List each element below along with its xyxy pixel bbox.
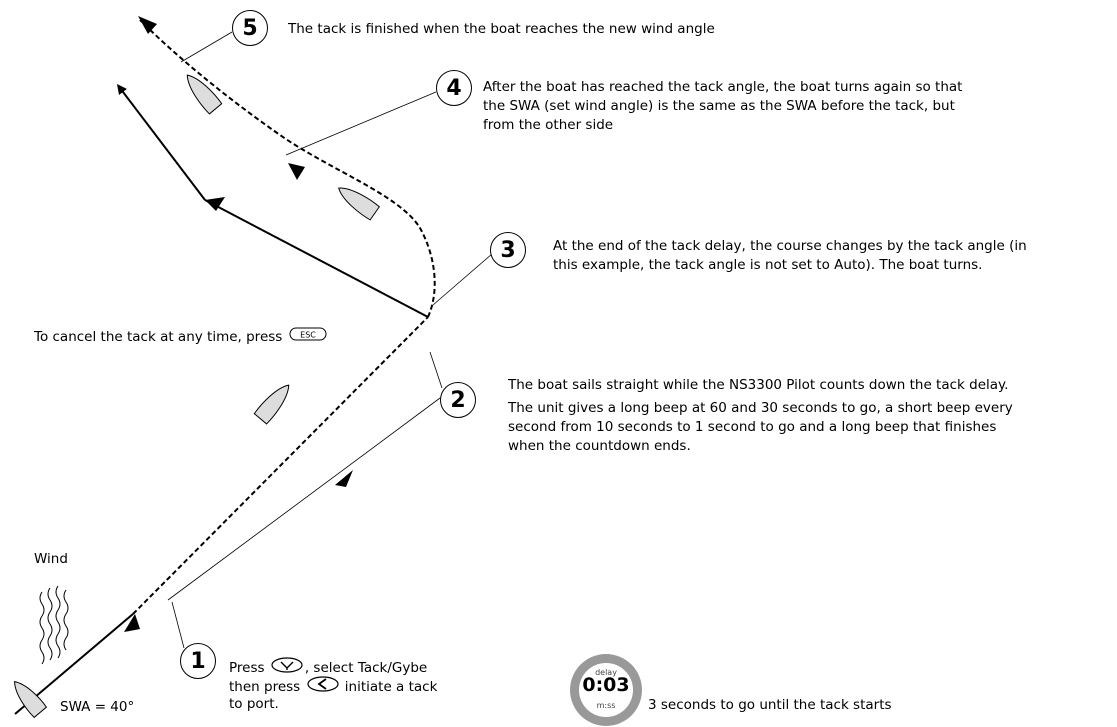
step-1-text-line-2: then press initiate a tack	[229, 676, 437, 698]
new-course-line	[204, 199, 429, 318]
gauge-caption: 3 seconds to go until the tack starts	[648, 697, 892, 713]
step-1-select-text: , select Tack/Gybe	[304, 660, 428, 676]
tack-key-icon	[271, 657, 303, 679]
swa-label: SWA = 40°	[60, 699, 135, 715]
cancel-text: To cancel the tack at any time, press	[34, 329, 283, 345]
step-number-4: 4	[436, 70, 472, 106]
step-4-text-line-2: the SWA (set wind angle) is the same as …	[483, 98, 955, 114]
boat-icon-start	[14, 681, 48, 719]
step-2-text-line-4: when the countdown ends.	[508, 438, 691, 454]
step-4-text-line-3: from the other side	[483, 117, 614, 133]
step-1-text-line-3: to port.	[229, 696, 279, 712]
left-arrow-key-icon	[306, 676, 339, 698]
step-5-text: The tack is finished when the boat reach…	[288, 21, 715, 37]
course-arrow-5	[138, 16, 157, 34]
step-3-text-line-2: this example, the tack angle is not set …	[553, 257, 983, 273]
step-2-text-line-3: second from 10 seconds to 1 second to go…	[508, 419, 997, 435]
step-2-text-line-2: The unit gives a long beep at 60 and 30 …	[508, 400, 1013, 416]
course-arrow-4	[288, 163, 305, 180]
leader-line-5	[180, 31, 233, 63]
gauge-label-top: delay	[595, 668, 617, 677]
gauge-face	[579, 663, 633, 717]
boat-icon-straight	[253, 384, 290, 425]
step-3-text-line-1: At the end of the tack delay, the course…	[553, 238, 1027, 254]
step-1-initiate-text: initiate a tack	[340, 679, 438, 695]
pre-tack-dashed-track	[132, 316, 429, 615]
wind-label: Wind	[34, 551, 68, 567]
leader-line-3	[432, 253, 493, 306]
post-tack-dashed-track	[139, 19, 436, 318]
wind-icon	[39, 585, 69, 665]
step-number-1: 1	[180, 643, 216, 679]
leader-line-4	[285, 91, 437, 156]
course-arrow-3	[205, 197, 225, 211]
cancel-instruction: To cancel the tack at any time, press ES…	[34, 327, 329, 347]
course-arrow-2	[335, 470, 353, 487]
step-number-2: 2	[440, 382, 476, 418]
boat-icon-turning	[338, 187, 381, 221]
new-course-line-extension	[116, 84, 206, 201]
leader-line-1b	[167, 397, 441, 601]
esc-key-icon: ESC	[289, 327, 327, 347]
course-arrow-1	[124, 614, 140, 632]
svg-text:ESC: ESC	[300, 331, 316, 340]
leader-line-1	[171, 601, 185, 649]
step-4-text-line-1: After the boat has reached the tack angl…	[483, 79, 963, 95]
step-number-3: 3	[490, 232, 526, 268]
leader-line-2	[429, 351, 443, 389]
step-1-text-line-1: Press , select Tack/Gybe	[229, 657, 427, 679]
boat-icon-finished	[186, 74, 223, 115]
gauge-value: 0:03	[582, 674, 630, 696]
step-1-press-text: Press	[229, 660, 265, 676]
gauge-label-bottom: m:ss	[596, 701, 616, 710]
step-2-text-line-1: The boat sails straight while the NS3300…	[508, 377, 1009, 393]
step-number-5: 5	[232, 10, 268, 46]
step-1-then-press-text: then press	[229, 679, 301, 695]
delay-countdown-gauge: delay 0:03 m:ss	[570, 654, 642, 726]
